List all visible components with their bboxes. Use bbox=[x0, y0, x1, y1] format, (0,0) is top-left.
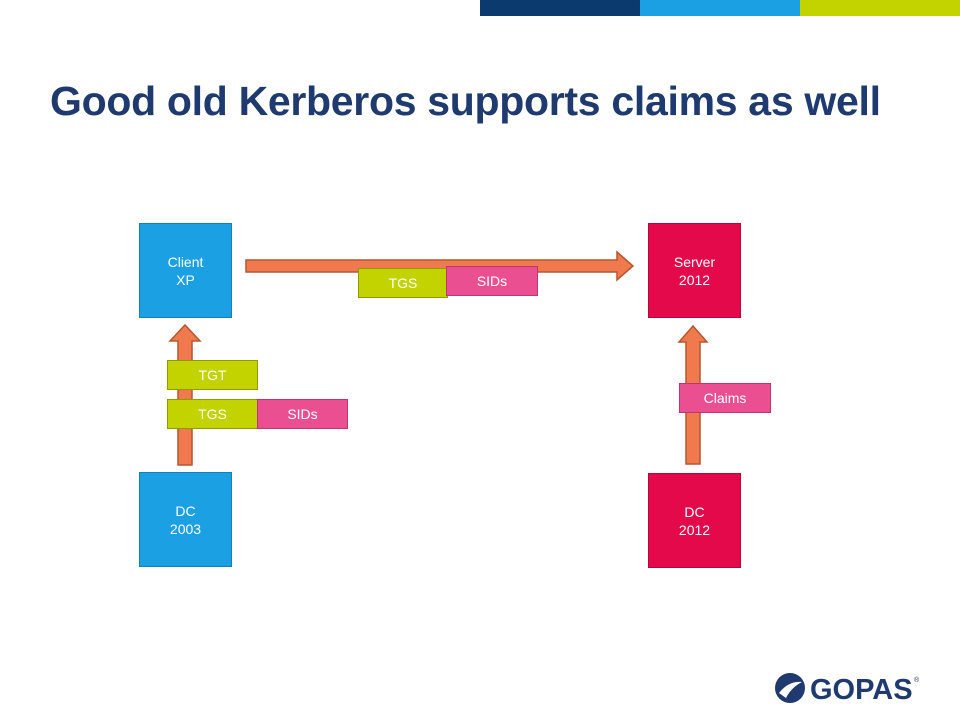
top-bar-navy bbox=[480, 0, 640, 16]
node-server-line2: 2012 bbox=[678, 271, 711, 288]
node-dc-2003: DC 2003 bbox=[139, 472, 232, 567]
node-dc2003-line2: 2003 bbox=[169, 520, 202, 537]
node-server-2012: Server 2012 bbox=[648, 223, 741, 318]
node-dc2012-line1: DC bbox=[684, 503, 705, 520]
gopas-logo: GOPAS ® bbox=[772, 668, 922, 708]
top-bar-blue bbox=[640, 0, 800, 16]
arrow-client-to-server bbox=[245, 250, 635, 282]
node-dc2012-line2: 2012 bbox=[678, 521, 711, 538]
node-server-line1: Server bbox=[673, 253, 716, 270]
arrow-dc2003-to-client bbox=[168, 323, 202, 466]
top-bar-lime bbox=[800, 0, 960, 16]
tag-tgt: TGT bbox=[167, 360, 258, 390]
node-client-xp: Client XP bbox=[139, 223, 232, 318]
tag-claims: Claims bbox=[679, 383, 771, 413]
node-client-line1: Client bbox=[167, 253, 204, 270]
gopas-logo-registered: ® bbox=[914, 676, 920, 684]
tag-top-sids: SIDs bbox=[446, 266, 538, 296]
node-dc-2012: DC 2012 bbox=[648, 473, 741, 568]
tag-left-sids: SIDs bbox=[257, 399, 348, 429]
gopas-logo-mark: GOPAS ® bbox=[775, 673, 920, 706]
node-dc2003-line1: DC bbox=[175, 502, 196, 519]
gopas-logo-text: GOPAS bbox=[810, 674, 913, 706]
tag-left-tgs: TGS bbox=[167, 399, 258, 429]
node-client-line2: XP bbox=[176, 271, 195, 288]
slide-title: Good old Kerberos supports claims as wel… bbox=[50, 78, 881, 124]
tag-top-tgs: TGS bbox=[358, 268, 448, 298]
